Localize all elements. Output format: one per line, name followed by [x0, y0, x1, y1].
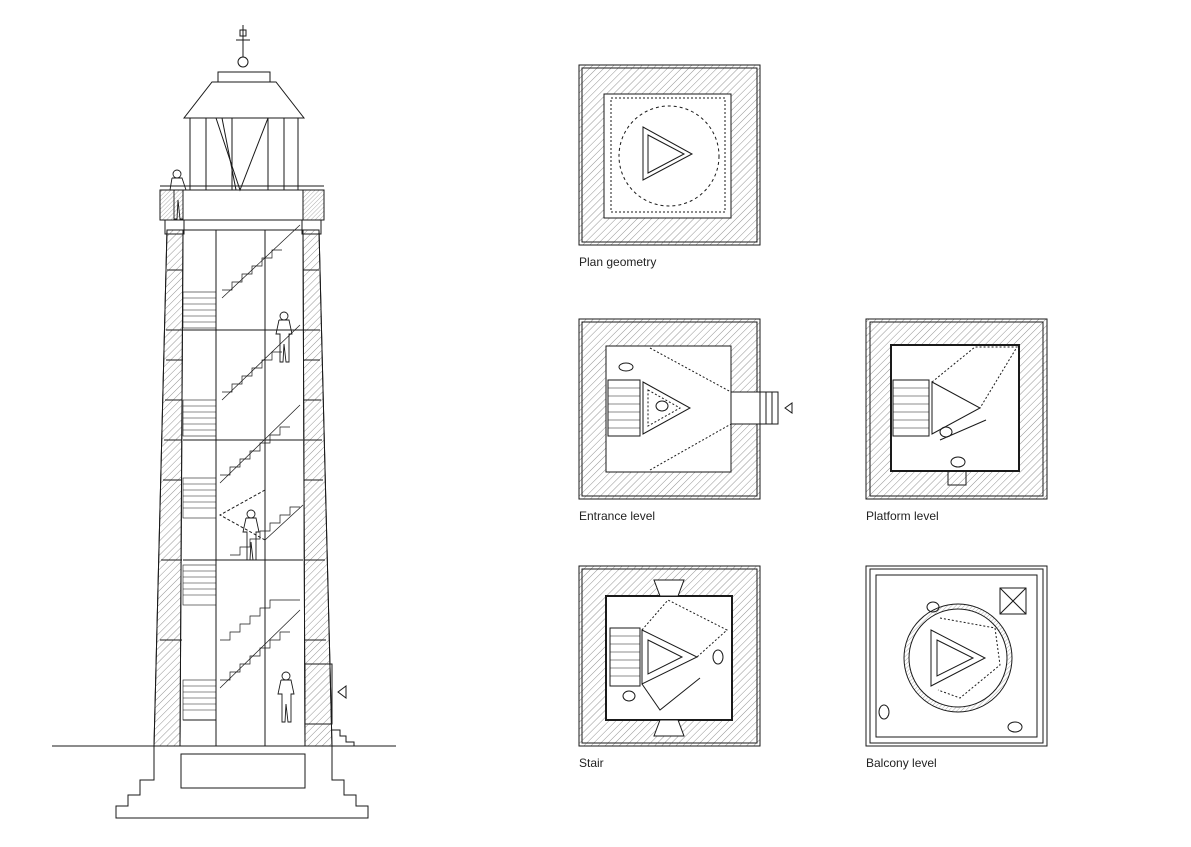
figure-ground — [277, 671, 295, 723]
figure-level-2 — [242, 509, 260, 561]
caption-platform-level: Platform level — [866, 509, 939, 523]
balcony — [159, 185, 325, 235]
figure-level-3 — [275, 311, 293, 363]
figure-balcony — [169, 169, 187, 220]
entrance-steps — [332, 729, 355, 746]
stair-stacks-left — [182, 291, 217, 721]
caption-stair: Stair — [579, 756, 604, 770]
caption-balcony-level: Balcony level — [866, 756, 937, 770]
lens-triangle-dashed — [218, 489, 266, 541]
lighthouse-section — [52, 25, 396, 819]
plan-entrance-level — [578, 318, 793, 500]
inner-shaft — [215, 230, 266, 746]
floors — [183, 229, 303, 721]
plan-geometry — [578, 64, 761, 246]
lantern-room — [182, 25, 306, 192]
section-marker-arrow — [337, 685, 347, 699]
plan-platform-level — [865, 318, 1048, 500]
plan-balcony-level — [865, 565, 1048, 747]
diagonal-stairs — [219, 224, 304, 689]
foundation — [115, 746, 369, 819]
caption-plan-geometry: Plan geometry — [579, 255, 657, 269]
plan-stair — [578, 565, 761, 747]
tower-walls — [153, 229, 333, 747]
caption-entrance-level: Entrance level — [579, 509, 656, 523]
human-figures — [169, 169, 295, 723]
